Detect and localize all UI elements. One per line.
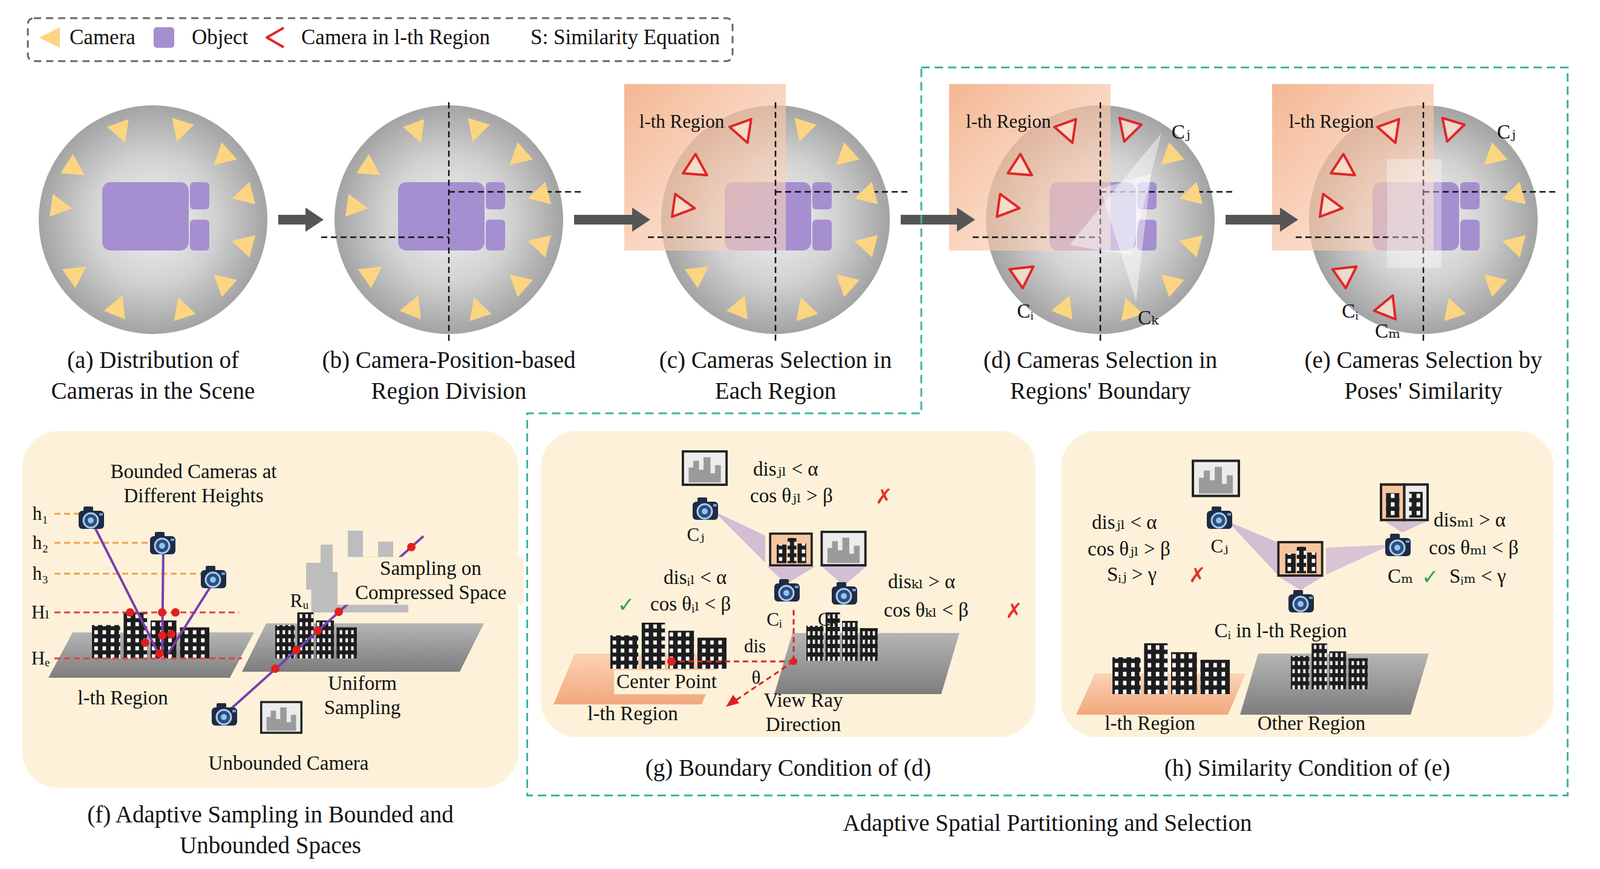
- caption: (d) Cameras Selection in Regions' Bounda…: [976, 344, 1225, 406]
- cross-mark: ✗: [875, 483, 893, 509]
- legend-text: Camera in l-th Region: [301, 24, 490, 51]
- annotation-label: Bounded Cameras at Different Heights: [93, 459, 294, 508]
- annotation-label: l-th Region: [587, 701, 678, 726]
- flow-arrow: [574, 207, 651, 232]
- annotation-label: Cₖ: [817, 607, 838, 631]
- annotation-label: Cⱼ: [1497, 120, 1516, 145]
- legend-text: Camera: [69, 24, 136, 51]
- annotation-label: Cₘ: [1374, 319, 1401, 344]
- legend-text: Object: [191, 24, 249, 51]
- annotation-label: disⱼₗ < α: [753, 457, 819, 482]
- flow-arrow: [1225, 207, 1299, 232]
- cross-mark: ✗: [1188, 562, 1207, 588]
- annotation-label: Cᵢ: [1341, 299, 1359, 324]
- scene-circle: (b) Camera-Position-based Region Divisio…: [334, 105, 564, 334]
- annotation-label: Center Point: [613, 669, 720, 694]
- annotation-label: Other Region: [1257, 711, 1366, 736]
- annotation-label: θ: [751, 666, 761, 689]
- annotation-label: cos θᵢₗ < β: [650, 592, 731, 617]
- annotation-label: Cₖ: [1137, 306, 1159, 331]
- annotation-label: Sᵢₘ < γ: [1449, 564, 1507, 589]
- annotation-label: h₁: [32, 502, 49, 525]
- annotation-label: Sampling on Compressed Space: [337, 556, 524, 605]
- caption: (a) Distribution of Cameras in the Scene: [29, 344, 278, 406]
- flow-arrow: [278, 207, 324, 232]
- annotation-label: disⱼₗ < α: [1091, 510, 1158, 535]
- annotation-label: Hₗ: [31, 600, 50, 624]
- annotation-label: cos θₖₗ < β: [883, 598, 969, 623]
- caption: (e) Cameras Selection by Poses' Similari…: [1299, 344, 1548, 406]
- annotation-label: Uniform Sampling: [295, 671, 429, 720]
- annotation-label: cos θⱼₗ > β: [1087, 537, 1171, 562]
- annotation-label: l-th Region: [966, 110, 1051, 133]
- annotation-label: disₖₗ > α: [888, 569, 956, 595]
- caption: (g) Boundary Condition of (d): [576, 751, 1000, 783]
- annotation-label: dis: [741, 634, 769, 657]
- annotation-label: cos θⱼₗ > β: [750, 483, 833, 509]
- caption: (h) Similarity Condition of (e): [1095, 751, 1519, 783]
- caption: (f) Adaptive Sampling in Bounded and Unb…: [85, 798, 455, 861]
- annotation-label: Cₘ: [1387, 564, 1414, 589]
- annotation-label: Hₑ: [31, 646, 50, 670]
- annotation-label: h₃: [32, 561, 49, 585]
- flow-arrow: [900, 207, 976, 232]
- annotation-label: l-th Region: [639, 110, 725, 133]
- annotation-label: Cⱼ: [687, 523, 705, 546]
- annotation-label: Cᵢ in l-th Region: [1212, 618, 1350, 644]
- caption: Adaptive Spatial Partitioning and Select…: [775, 806, 1320, 838]
- annotation-label: Unbounded Camera: [208, 751, 369, 776]
- scene-circle: (c) Cameras Selection in Each Region: [661, 105, 890, 334]
- annotation-label: l-th Region: [77, 685, 168, 711]
- annotation-label: Cᵢ: [1016, 299, 1034, 324]
- sampling-panel: (f) Adaptive Sampling in Bounded and Unb…: [22, 430, 519, 788]
- annotation-label: Cⱼ: [1171, 120, 1191, 145]
- legend-text: S: Similarity Equation: [530, 24, 720, 51]
- check-mark: ✓: [1421, 564, 1440, 590]
- annotation-label: disᵢₗ < α: [663, 565, 727, 590]
- annotation-label: Cᵢ: [766, 607, 783, 631]
- annotation-label: disₘₗ > α: [1433, 508, 1506, 533]
- caption: (c) Cameras Selection in Each Region: [651, 344, 900, 406]
- annotation-label: Sᵢⱼ > γ: [1106, 562, 1157, 587]
- annotation-label: View Ray Direction: [748, 688, 858, 737]
- caption: (b) Camera-Position-based Region Divisio…: [303, 344, 595, 406]
- annotation-label: cos θₘₗ < β: [1428, 535, 1519, 561]
- group-outline-path: [527, 67, 1568, 796]
- legend-camera-swatch: [39, 27, 60, 48]
- legend-object-swatch: [153, 27, 175, 48]
- annotation-label: l-th Region: [1289, 110, 1374, 133]
- legend-red-camera: [263, 25, 288, 50]
- annotation-label: l-th Region: [1104, 711, 1195, 736]
- annotation-label: h₂: [32, 531, 49, 554]
- check-mark: ✓: [617, 592, 636, 618]
- annotation-label: Cⱼ: [1211, 534, 1229, 558]
- scene-circle: (a) Distribution of Cameras in the Scene: [38, 105, 268, 334]
- cross-mark: ✗: [1005, 598, 1023, 624]
- annotation-label: Rᵤ: [287, 589, 312, 612]
